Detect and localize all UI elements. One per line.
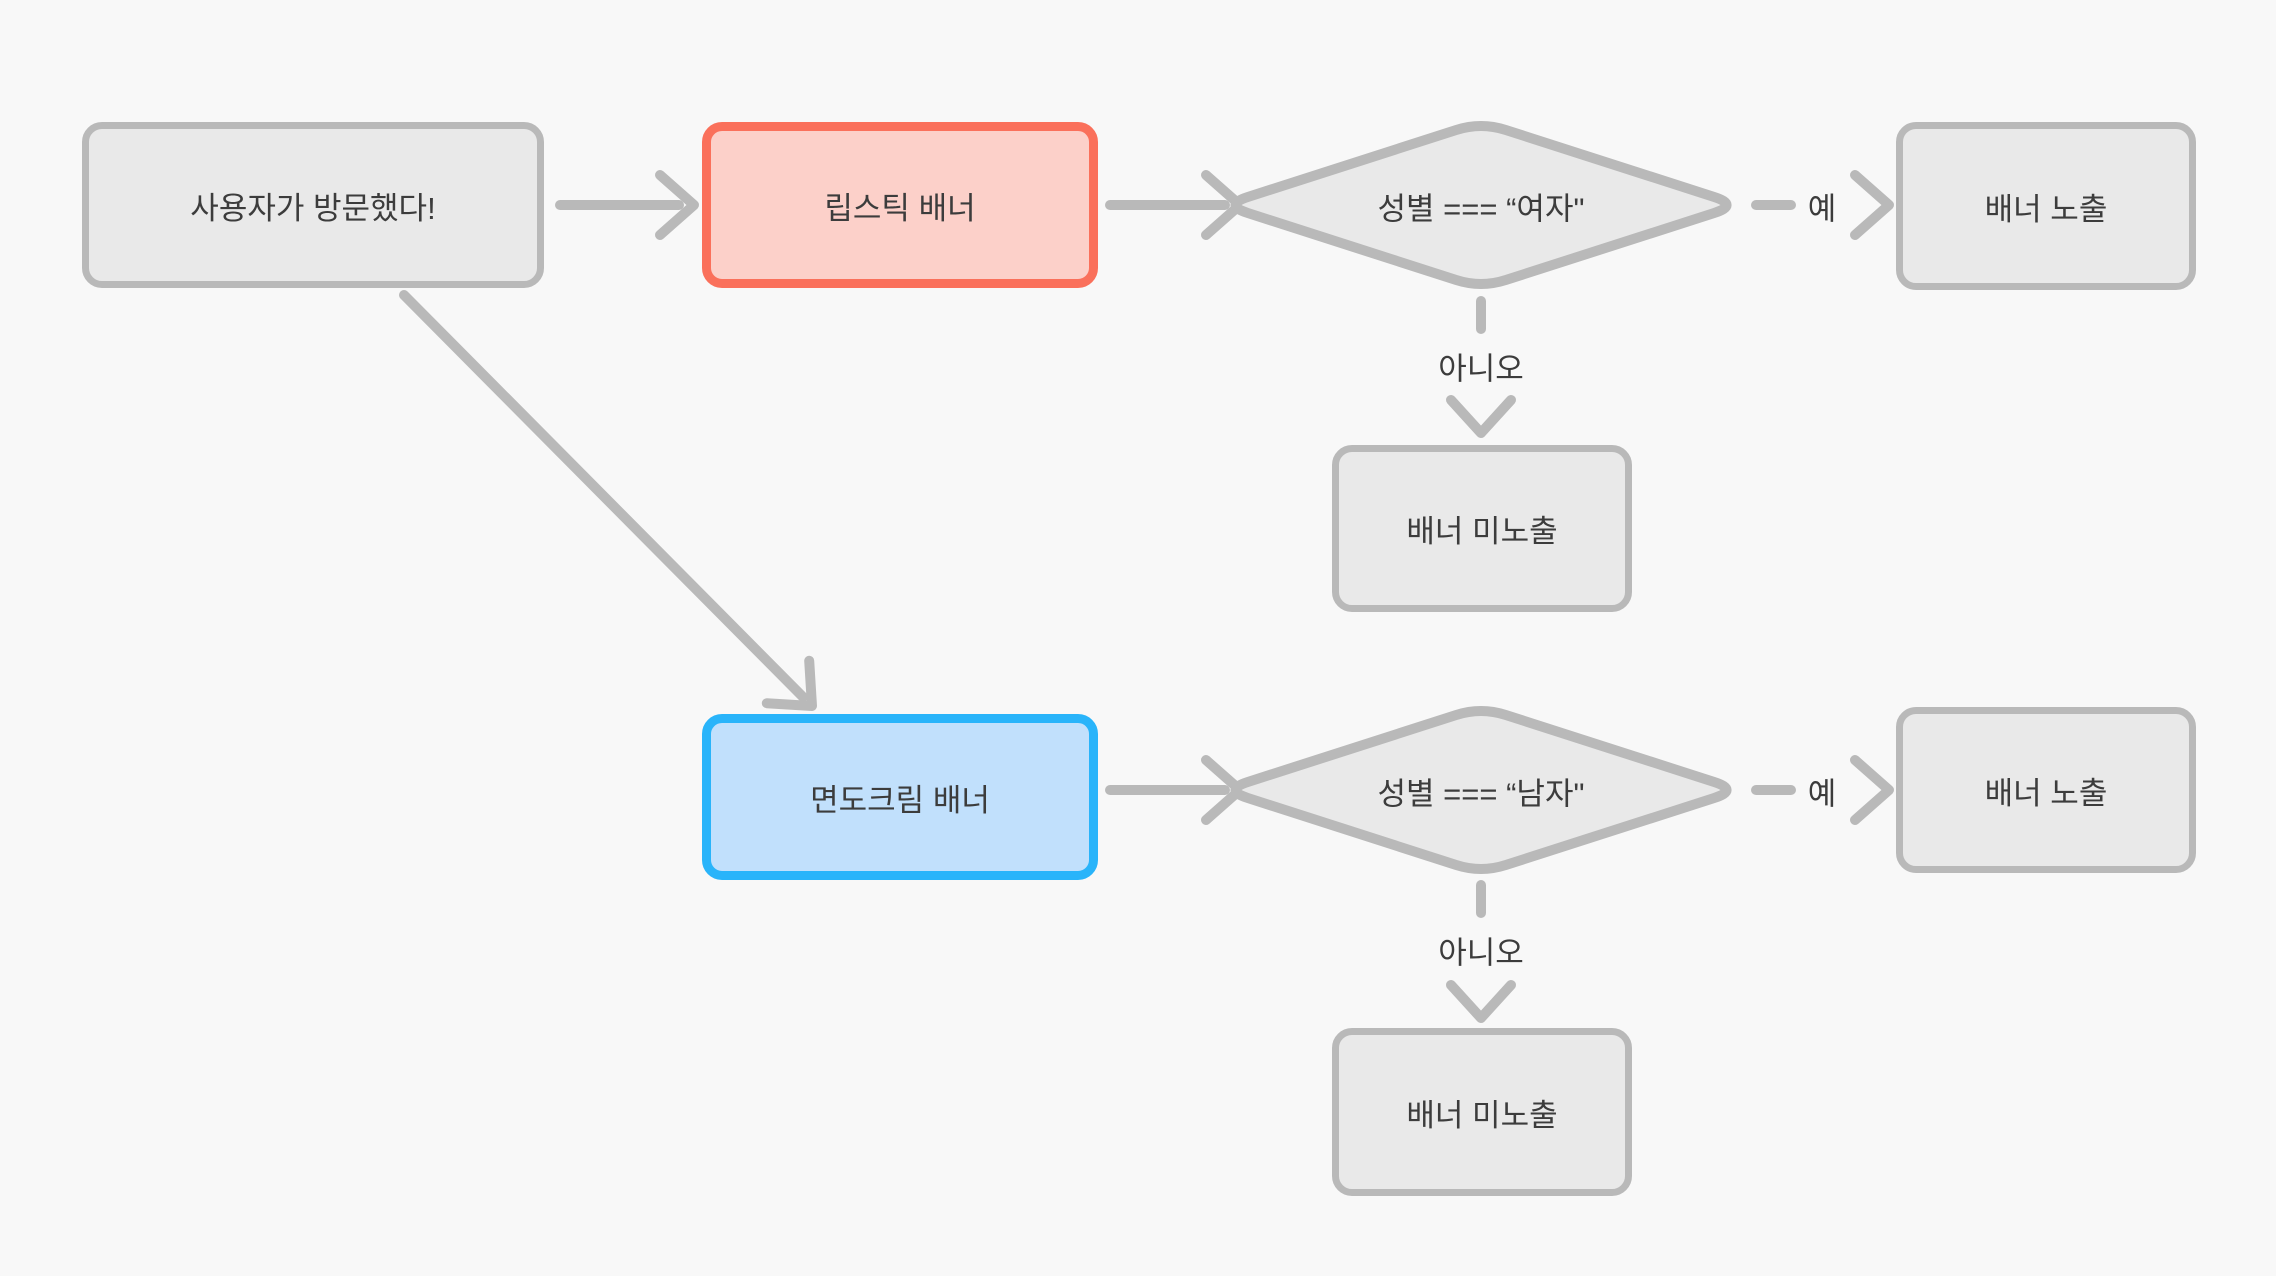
node-show-banner-top-label: 배너 노출 [1984, 191, 2108, 227]
decision-female-label: 성별 === “여자" [1377, 191, 1585, 227]
decision-male-label: 성별 === “남자" [1377, 776, 1585, 812]
node-hide-banner-top: 배너 미노출 [1332, 445, 1632, 612]
decision-male-shape [1230, 706, 1732, 874]
node-lipstick-banner: 립스틱 배너 [702, 122, 1098, 288]
node-hide-banner-bottom: 배너 미노출 [1332, 1028, 1632, 1196]
edge-label-yes-top: 예 [1807, 191, 1837, 227]
edges-group [399, 170, 1894, 1023]
decision-female-shape [1230, 121, 1732, 289]
node-shaving-banner: 면도크림 배너 [702, 714, 1098, 880]
edge-label-yes-bottom: 예 [1807, 776, 1837, 812]
node-hide-banner-bottom-label: 배너 미노출 [1406, 1097, 1558, 1133]
node-show-banner-top: 배너 노출 [1896, 122, 2196, 290]
node-show-banner-bottom: 배너 노출 [1896, 707, 2196, 873]
arrowhead-female-no [1446, 395, 1516, 438]
node-start: 사용자가 방문했다! [82, 122, 544, 288]
arrowhead-male-yes [1850, 755, 1894, 825]
arrowhead-start-to-lipstick [655, 170, 699, 240]
edge-label-no-bottom: 아니오 [1438, 935, 1524, 971]
arrowhead-male-no [1446, 980, 1516, 1023]
node-show-banner-bottom-label: 배너 노출 [1984, 775, 2108, 811]
node-lipstick-banner-label: 립스틱 배너 [824, 190, 976, 226]
edge-label-no-top: 아니오 [1438, 351, 1524, 387]
node-shaving-banner-label: 면도크림 배너 [810, 782, 990, 818]
arrowhead-start-to-shaving [761, 655, 817, 711]
node-start-label: 사용자가 방문했다! [190, 190, 436, 226]
arrowhead-female-yes [1850, 170, 1894, 240]
node-hide-banner-top-label: 배너 미노출 [1406, 514, 1558, 549]
edge-start-to-shaving [399, 290, 808, 702]
